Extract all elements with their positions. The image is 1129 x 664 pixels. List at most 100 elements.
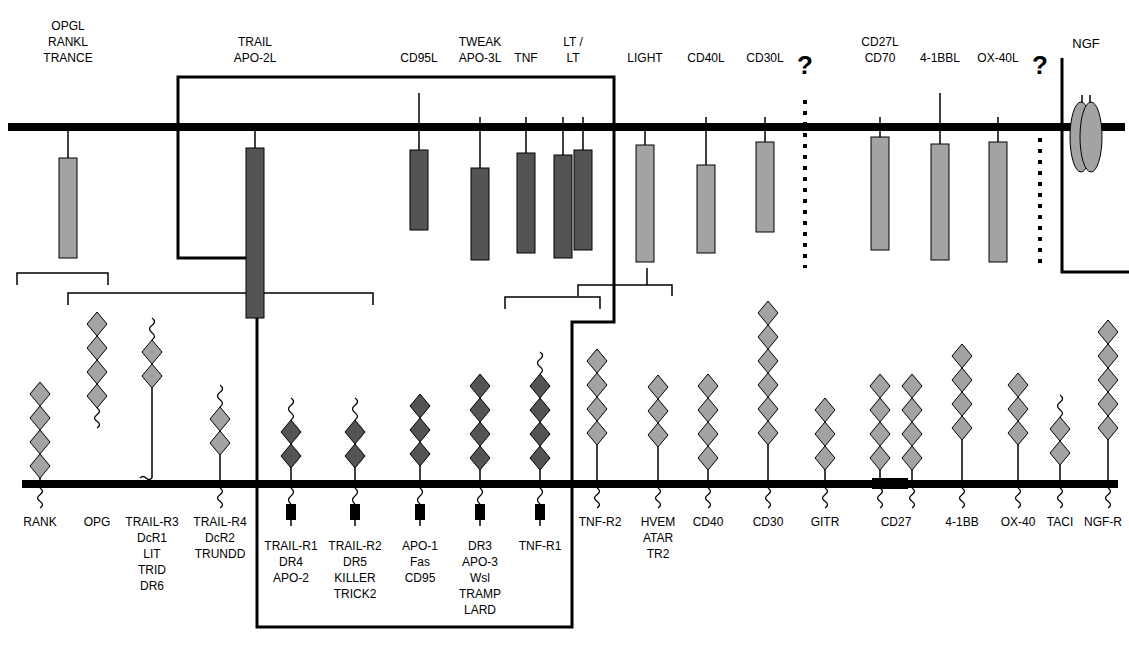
- ligand: TNF: [517, 117, 535, 253]
- receptor: 4-1BB: [948, 344, 976, 510]
- cysteine-rich-domain: [587, 421, 607, 445]
- cysteine-rich-domain: [587, 349, 607, 373]
- cysteine-rich-domain: [1008, 421, 1028, 445]
- death-domain: [475, 504, 485, 520]
- ligand-domain: [871, 137, 889, 250]
- cysteine-rich-domain: [870, 422, 890, 446]
- molecule-group: [87, 312, 107, 428]
- receptor: TACI: [1046, 395, 1074, 510]
- ligand-label: LT / LT: [560, 34, 586, 66]
- ligand-label: ?: [990, 50, 1090, 80]
- cysteine-rich-domain: [1008, 373, 1028, 397]
- cysteine-rich-domain: [530, 422, 550, 446]
- cysteine-rich-domain: [648, 399, 668, 423]
- cysteine-rich-domain: [30, 454, 50, 478]
- ligand-stalk: [525, 117, 527, 153]
- cysteine-rich-domain: [815, 422, 835, 446]
- death-domain: [286, 504, 296, 520]
- ligand-domain: [246, 148, 264, 318]
- molecule-group: [471, 117, 489, 260]
- cytoplasmic-tail: [218, 488, 223, 508]
- receptor: RANK: [26, 382, 54, 510]
- molecule-shape: [466, 374, 494, 526]
- molecule-shape: [341, 398, 369, 526]
- cysteine-rich-domain: [30, 430, 50, 454]
- cysteine-rich-domain: [758, 397, 778, 421]
- binding-bracket: [17, 273, 108, 285]
- ligand-domain: [931, 144, 949, 260]
- cysteine-rich-domain: [1098, 344, 1118, 368]
- ligand-domain: [59, 158, 77, 258]
- ligand-label: CD40L: [656, 50, 756, 66]
- ligand-stalk: [997, 117, 999, 142]
- cysteine-rich-domain: [87, 336, 107, 360]
- cysteine-rich-domain: [30, 406, 50, 430]
- cytoplasmic-tail: [289, 488, 294, 504]
- molecule-shape: [1046, 395, 1074, 510]
- molecule-shape: [1004, 373, 1032, 510]
- molecule-group: [648, 375, 668, 508]
- transmembrane-segment: [596, 445, 598, 488]
- molecule-group: [210, 385, 230, 508]
- cysteine-rich-domain: [470, 422, 490, 446]
- cysteine-rich-domain: [530, 446, 550, 470]
- receptor-label: GITR: [775, 514, 875, 530]
- cysteine-rich-domains: [210, 407, 230, 455]
- transmembrane-segment: [707, 470, 709, 488]
- ligand-stalk: [939, 93, 941, 144]
- molecule-group: [871, 117, 889, 250]
- cysteine-rich-domains: [410, 394, 430, 466]
- cysteine-rich-domains: [345, 420, 365, 468]
- receptor-label: CD30: [718, 514, 818, 530]
- cysteine-rich-domain: [952, 416, 972, 440]
- receptor-label: TNF-R2: [550, 514, 650, 530]
- transmembrane-segment: [767, 445, 769, 488]
- cysteine-rich-domain: [87, 360, 107, 384]
- ligand-label: OPGL RANKL TRANCE: [18, 18, 118, 66]
- molecule-shape: [246, 127, 264, 318]
- ligand-stalk: [764, 117, 766, 142]
- molecule-group: [517, 117, 535, 253]
- ligand-domain: [517, 153, 535, 253]
- transmembrane-segment: [354, 468, 356, 488]
- molecule-group: [59, 127, 77, 258]
- ligand-stalk: [254, 127, 256, 148]
- ligand-stalk: [644, 127, 646, 145]
- receptor: OPG: [83, 312, 111, 430]
- molecule-group: [805, 100, 806, 268]
- cysteine-rich-domain: [345, 420, 365, 444]
- cysteine-rich-domains: [30, 382, 50, 478]
- transmembrane-segment: [911, 470, 913, 488]
- cysteine-rich-domain: [648, 375, 668, 399]
- binding-bracket: [646, 268, 648, 285]
- cysteine-rich-domain: [210, 431, 230, 455]
- ligand-stalk: [879, 117, 881, 137]
- molecule-group: [1098, 320, 1118, 508]
- ngf-divider: [1062, 58, 1129, 272]
- ligand-domain: [410, 150, 428, 230]
- ligand-label: CD95L: [369, 50, 469, 66]
- molecule-shape: [1066, 95, 1106, 175]
- molecule-shape: [471, 117, 489, 260]
- ligand-stalk: [67, 127, 69, 158]
- ligand: CD40L: [697, 117, 715, 253]
- ligand-stalk: [479, 117, 481, 168]
- cysteine-rich-domain: [870, 398, 890, 422]
- n-terminal-tail: [218, 385, 223, 407]
- ligand-label: TRAIL APO-2L: [205, 34, 305, 66]
- cysteine-rich-domains: [142, 340, 162, 388]
- transmembrane-segment: [1017, 445, 1019, 488]
- molecule-shape: [989, 117, 1007, 262]
- receptor: TNF-R2: [583, 349, 611, 510]
- cytoplasmic-tail: [479, 520, 481, 526]
- molecule-shape: [802, 100, 808, 268]
- molecule-shape: [83, 312, 111, 430]
- cysteine-rich-domain: [758, 301, 778, 325]
- receptor: TRAIL-R4 DcR2 TRUNDD: [206, 385, 234, 510]
- cytoplasmic-tail: [1016, 488, 1021, 508]
- cytoplasmic-tail: [656, 488, 661, 508]
- cysteine-rich-domain: [698, 398, 718, 422]
- receptor-label: TRAIL-R4 DcR2 TRUNDD: [170, 514, 270, 562]
- cysteine-rich-domain: [87, 384, 107, 408]
- ligand-stalk: [705, 117, 707, 165]
